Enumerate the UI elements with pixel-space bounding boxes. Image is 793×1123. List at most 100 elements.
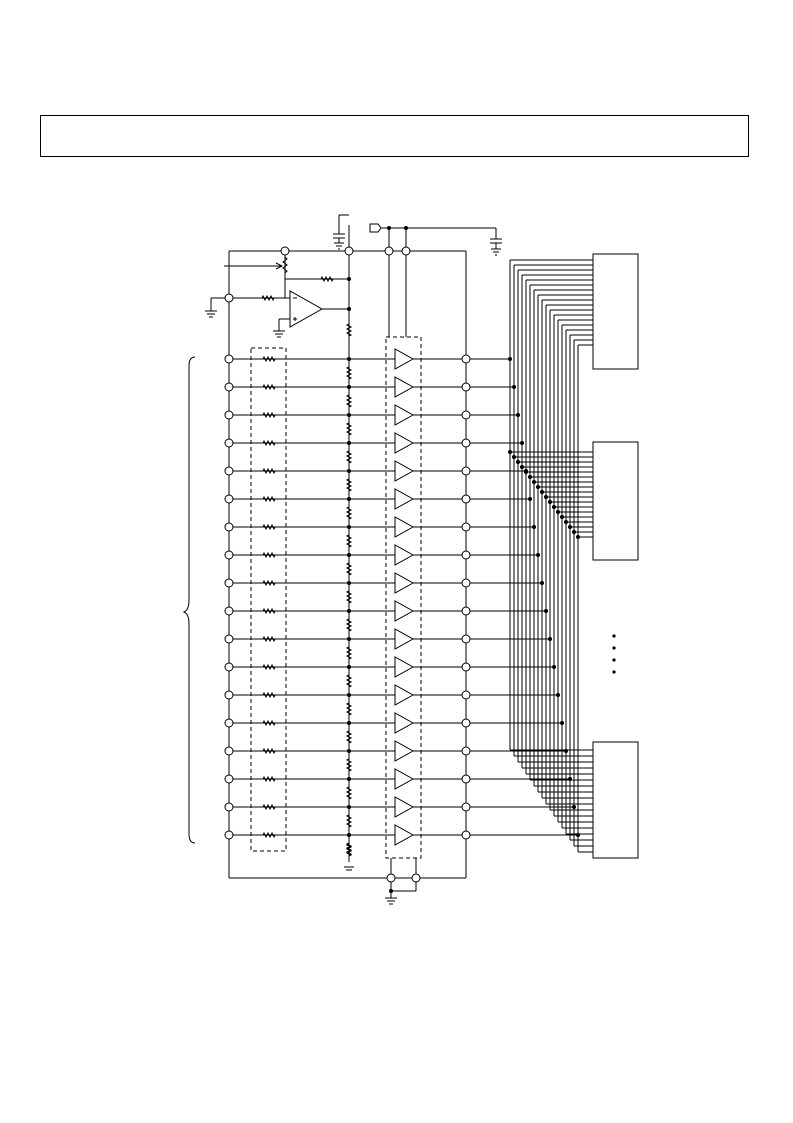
input-resistor-icon (262, 831, 276, 839)
output-chip-3 (592, 741, 639, 859)
buffer-triangle-icon (394, 572, 415, 594)
output-terminal (461, 746, 471, 756)
buffer-triangle-icon (394, 544, 415, 566)
output-terminal (461, 466, 471, 476)
buffer-triangle-icon (394, 376, 415, 398)
junction-dot (556, 510, 560, 514)
resistor-icon (345, 450, 353, 464)
resistor-icon (345, 814, 353, 828)
junction-dot (347, 357, 351, 361)
junction-dot (347, 413, 351, 417)
resistor-icon (345, 366, 353, 380)
buffer-triangle-icon (394, 684, 415, 706)
buffer-triangle-icon (394, 712, 415, 734)
output-terminal (461, 774, 471, 784)
junction-dot (536, 553, 540, 557)
junction-dot (536, 485, 540, 489)
junction-dot (347, 833, 351, 837)
resistor-icon (345, 758, 353, 772)
junction-dot (512, 455, 516, 459)
output-terminal (461, 550, 471, 560)
input-resistor-icon (262, 439, 276, 447)
input-resistor-icon (261, 294, 275, 302)
junction-dot (544, 495, 548, 499)
junction-dot (564, 749, 568, 753)
junction-dot (540, 581, 544, 585)
resistor-icon (345, 506, 353, 520)
junction-dot (560, 515, 564, 519)
junction-dot (548, 500, 552, 504)
buffer-triangle-icon (394, 656, 415, 678)
ellipsis-dot (612, 658, 616, 662)
junction-dot (347, 277, 351, 281)
terminal-node (386, 873, 396, 883)
input-resistor-icon (262, 383, 276, 391)
junction-dot (544, 609, 548, 613)
buffer-triangle-icon (394, 516, 415, 538)
input-resistor-icon (262, 523, 276, 531)
junction-dot (404, 226, 408, 230)
junction-dot (516, 460, 520, 464)
junction-dot (528, 475, 532, 479)
buffer-triangle-icon (394, 796, 415, 818)
input-terminal (224, 466, 234, 476)
resistor-icon (345, 730, 353, 744)
resistor-icon (345, 843, 353, 857)
terminal-node (384, 246, 394, 256)
output-terminal (461, 718, 471, 728)
junction-dot (548, 637, 552, 641)
junction-dot (347, 609, 351, 613)
input-resistor-icon (262, 635, 276, 643)
junction-dot (540, 490, 544, 494)
junction-dot (568, 777, 572, 781)
junction-dot (576, 535, 580, 539)
junction-dot (572, 530, 576, 534)
input-terminal (224, 578, 234, 588)
output-terminal (461, 830, 471, 840)
junction-dot (347, 307, 351, 311)
junction-dot (520, 441, 524, 445)
input-resistor-icon (262, 411, 276, 419)
buffer-triangle-icon (394, 740, 415, 762)
junction-dot (524, 470, 528, 474)
input-terminal (224, 634, 234, 644)
resistor-icon (345, 590, 353, 604)
output-chip-2 (592, 441, 639, 561)
input-terminal (224, 354, 234, 364)
buffer-triangle-icon (394, 460, 415, 482)
input-resistor-icon (262, 495, 276, 503)
resistor-icon (345, 422, 353, 436)
junction-dot (532, 525, 536, 529)
resistor-icon (345, 323, 353, 337)
output-terminal (461, 382, 471, 392)
junction-dot (389, 889, 393, 893)
resistor-icon (345, 674, 353, 688)
input-resistor-icon (262, 607, 276, 615)
junction-dot (552, 505, 556, 509)
junction-dot (512, 385, 516, 389)
output-chip-1 (592, 253, 639, 370)
junction-dot (347, 693, 351, 697)
terminal-node (280, 246, 290, 256)
junction-dot (508, 357, 512, 361)
junction-dot (516, 413, 520, 417)
junction-dot (347, 525, 351, 529)
junction-dot (576, 833, 580, 837)
input-terminal (224, 438, 234, 448)
junction-dot (520, 465, 524, 469)
junction-dot (347, 553, 351, 557)
buffer-triangle-icon (394, 404, 415, 426)
input-terminal (224, 718, 234, 728)
junction-dot (347, 665, 351, 669)
terminal-node (224, 293, 234, 303)
output-terminal (461, 802, 471, 812)
junction-dot (347, 385, 351, 389)
junction-dot (347, 497, 351, 501)
input-resistor-icon (262, 747, 276, 755)
junction-dot (560, 721, 564, 725)
input-terminal (224, 382, 234, 392)
output-terminal (461, 438, 471, 448)
resistor-icon (345, 534, 353, 548)
output-terminal (461, 606, 471, 616)
